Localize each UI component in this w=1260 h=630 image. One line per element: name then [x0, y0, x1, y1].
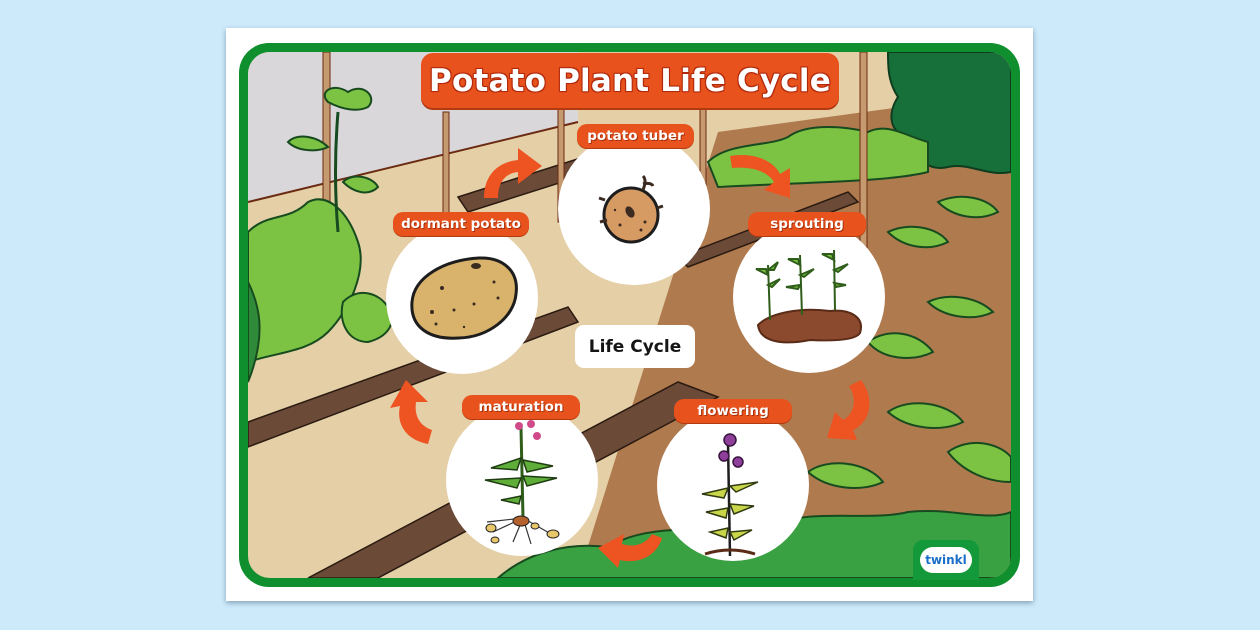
stage-label-maturation: maturation: [462, 395, 580, 419]
stage-label-potato-tuber: potato tuber: [577, 124, 694, 148]
stage-label-sprouting: sprouting: [748, 212, 866, 236]
poster-frame: [239, 43, 1020, 587]
garden-background: [248, 52, 1011, 578]
stage-label-flowering: flowering: [674, 399, 792, 423]
arrow-tuber-to-sprouting-icon: [730, 154, 790, 198]
sprouting-seedlings-icon: [755, 249, 862, 344]
arrow-maturation-to-dormant-icon: [390, 380, 432, 444]
stage-label-dormant-potato: dormant potato: [393, 212, 529, 236]
title-banner: Potato Plant Life Cycle: [421, 53, 839, 108]
arrow-sprouting-to-flowering-icon: [827, 380, 870, 440]
poster-title: Potato Plant Life Cycle: [429, 62, 831, 99]
mature-plant-with-tubers-icon: [484, 420, 560, 545]
twinkl-logo-tab: twinkl: [913, 540, 979, 580]
arrow-dormant-to-tuber-icon: [484, 148, 542, 198]
potato-tuber-icon: [598, 174, 664, 244]
stage-circle-sprouting: [733, 221, 885, 373]
center-life-cycle-box: Life Cycle: [575, 325, 695, 368]
dormant-potato-icon: [410, 256, 518, 340]
twinkl-logo: twinkl: [920, 547, 972, 573]
flowering-plant-icon: [701, 433, 759, 557]
arrow-flowering-to-maturation-icon: [598, 534, 662, 568]
